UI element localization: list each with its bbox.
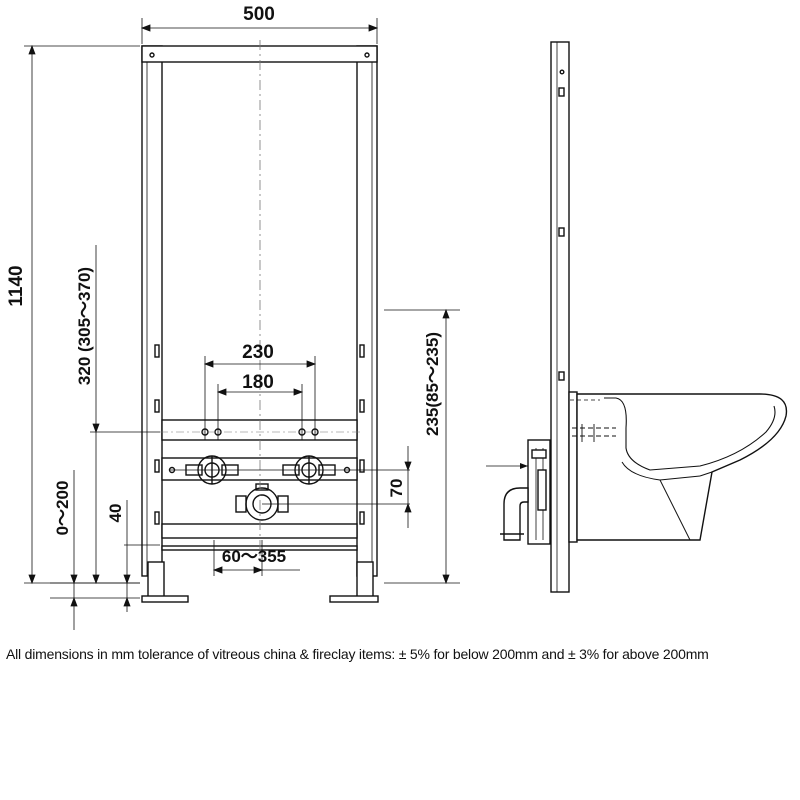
dim-frame-width: 500 — [243, 4, 275, 25]
front-view — [141, 45, 379, 603]
lower-rail — [161, 523, 358, 539]
dim-frame-height: 1140 — [6, 265, 27, 306]
frame-right-post — [356, 45, 378, 577]
dim-bracket-inner: 180 — [242, 372, 274, 393]
dim-bracket-offset: 235(85～235) — [423, 332, 442, 436]
dim-bracket-outer: 230 — [242, 342, 274, 363]
dim-adjustable-height: 320 (305～370) — [75, 267, 94, 385]
frame-top-bar — [141, 45, 378, 63]
bracket-rail — [161, 419, 358, 441]
valve-rail — [161, 457, 358, 481]
dim-pipe-height: 40 — [106, 504, 125, 523]
frame-left-post — [141, 45, 163, 577]
side-frame — [550, 41, 570, 593]
frame-right-foot — [356, 561, 374, 601]
dim-waste-range: 60～355 — [222, 547, 286, 566]
waste-elbow — [503, 487, 529, 541]
waste-fitting — [235, 483, 289, 521]
frame-left-foot — [147, 561, 165, 601]
side-view — [486, 41, 788, 593]
tolerance-footnote: All dimensions in mm tolerance of vitreo… — [6, 646, 709, 662]
technical-drawing: 500 1140 320 (305～370) 0～200 40 230 180 … — [6, 4, 788, 630]
dim-height-range: 0～200 — [53, 481, 72, 536]
dim-valve-height: 70 — [387, 479, 406, 498]
